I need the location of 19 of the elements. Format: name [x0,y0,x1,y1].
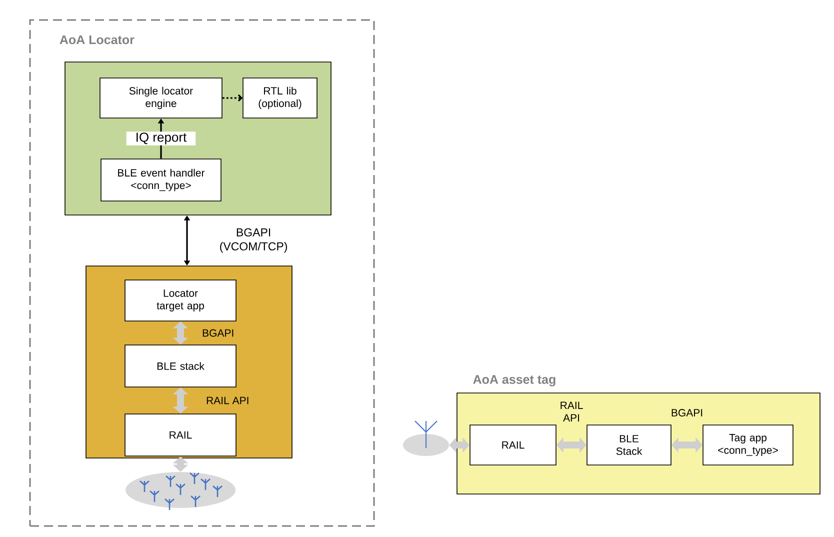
process-box: Locator target app [124,280,236,322]
edge-label: BGAPI (VCOM/TCP) [220,228,287,253]
process-box: RAIL [124,414,236,456]
process-box: BLE stack [124,344,236,388]
edge-label: BGAPI [672,409,702,416]
process-box: BLE event handler <conn_type> [100,158,222,202]
node-label: AoA asset tag [473,375,556,386]
edge-label: RAIL API [206,396,248,404]
edge-label: IQ report [126,132,196,146]
process-box: RAIL [470,424,556,466]
process-box: Tag app <conn_type> [702,424,794,466]
process-box: RTL lib (optional) [242,78,318,118]
antenna-array [126,472,236,511]
edge-label: BGAPI [202,329,234,337]
dotted-arrow [222,94,243,102]
edge-label: RAIL API [560,402,583,422]
ellipse [403,434,449,456]
process-box: BLE Stack [586,424,672,466]
process-box: Single locator engine [100,78,222,118]
